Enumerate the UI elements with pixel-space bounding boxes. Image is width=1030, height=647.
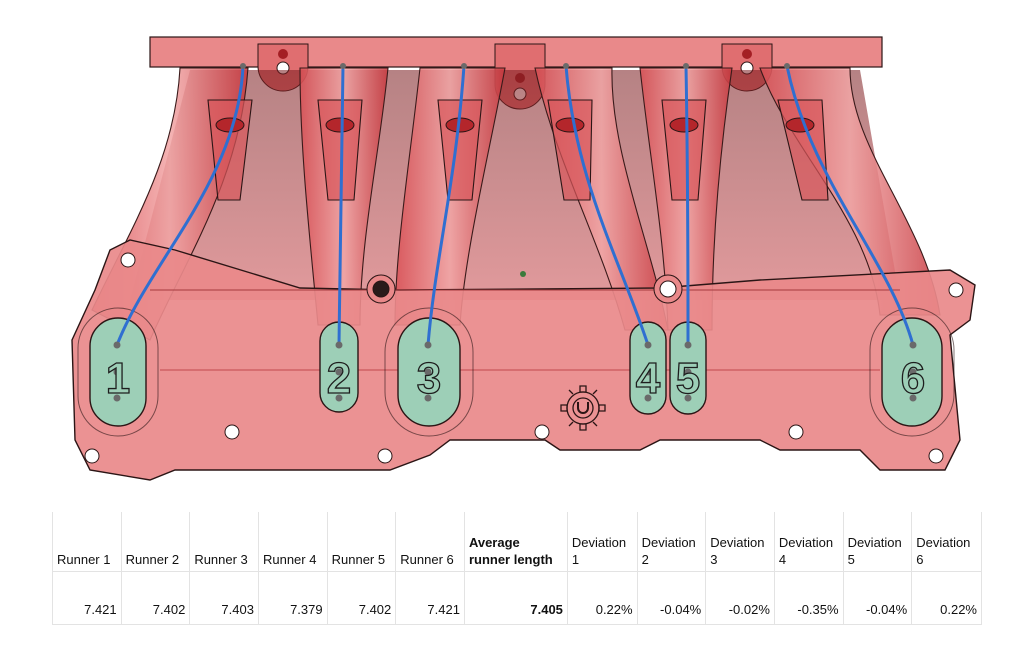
header-deviation-4: Deviation 4	[773, 512, 844, 572]
header-deviation-3: Deviation 3	[705, 512, 775, 572]
centerline-1	[115, 64, 245, 347]
value-deviation-2: -0.04%	[636, 571, 707, 625]
table-row: 7.421 7.402 7.403 7.379 7.402 7.421 7.40…	[52, 571, 982, 625]
value-runner-4: 7.379	[257, 571, 328, 625]
header-runner-6: Runner 6	[395, 512, 465, 572]
centerline-3	[426, 64, 466, 347]
port-4	[629, 321, 667, 415]
dowel-holes	[366, 274, 683, 304]
port-number-5: 5	[676, 354, 700, 403]
port-number-6: 6	[901, 354, 925, 403]
centerline-4	[564, 64, 650, 347]
value-deviation-3: -0.02%	[705, 571, 775, 625]
value-runner-3: 7.403	[189, 571, 259, 625]
centerline-points	[113, 63, 917, 402]
header-deviation-2: Deviation 2	[636, 512, 707, 572]
value-average: 7.405	[463, 571, 568, 625]
header-runner-1: Runner 1	[52, 512, 122, 572]
value-deviation-1: 0.22%	[566, 571, 638, 625]
runner-length-table: Runner 1 Runner 2 Runner 3 Runner 4 Runn…	[52, 512, 982, 625]
intake-manifold-render: 1 2 3 4 5 6	[71, 36, 976, 481]
value-deviation-4: -0.35%	[773, 571, 844, 625]
value-deviation-6: 0.22%	[911, 571, 982, 625]
header-deviation-1: Deviation 1	[566, 512, 638, 572]
header-runner-2: Runner 2	[120, 512, 191, 572]
centerline-2	[337, 64, 345, 347]
value-runner-2: 7.402	[120, 571, 191, 625]
header-runner-4: Runner 4	[257, 512, 328, 572]
port-numbers: 1 2 3 4 5 6	[105, 353, 926, 403]
tuning-gear-logo-icon	[560, 385, 606, 431]
centerline-5	[684, 64, 690, 347]
centerline-6	[785, 64, 915, 347]
value-runner-6: 7.421	[395, 571, 465, 625]
value-runner-1: 7.421	[52, 571, 122, 625]
port-number-1: 1	[106, 354, 130, 403]
port-number-3: 3	[417, 354, 441, 403]
flange-mount-holes	[84, 252, 964, 464]
header-deviation-6: Deviation 6	[911, 512, 982, 572]
header-runner-3: Runner 3	[189, 512, 259, 572]
header-deviation-5: Deviation 5	[842, 512, 913, 572]
value-deviation-5: -0.04%	[842, 571, 913, 625]
port-number-2: 2	[327, 354, 351, 403]
runner-centerlines	[115, 64, 915, 347]
header-runner-5: Runner 5	[326, 512, 397, 572]
port-number-4: 4	[636, 354, 661, 403]
table-header-row: Runner 1 Runner 2 Runner 3 Runner 4 Runn…	[52, 512, 982, 572]
header-average: Average runner length	[463, 512, 568, 572]
value-runner-5: 7.402	[326, 571, 397, 625]
